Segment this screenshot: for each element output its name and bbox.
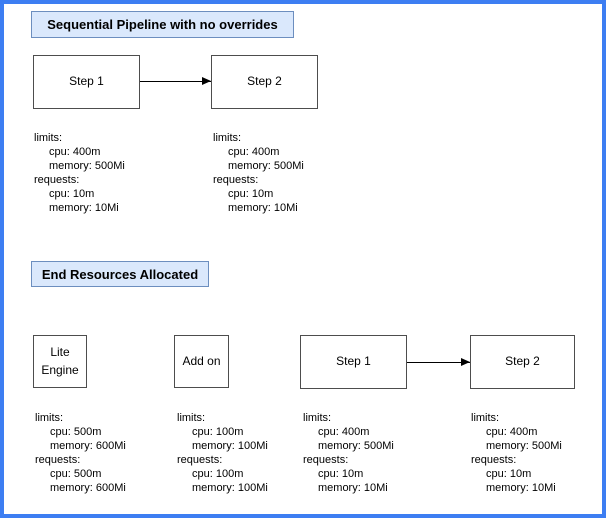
resource-block-pipeline-step1: limits: cpu: 400m memory: 500Mi requests… [34, 131, 125, 215]
node-label: Step 1 [69, 74, 104, 89]
arrowhead-right-icon [461, 358, 470, 366]
arrow-step1-to-step2-end [407, 358, 470, 366]
node-label: Add on [182, 353, 221, 368]
arrow-step1-to-step2-pipeline [140, 77, 211, 85]
resource-block-pipeline-step2: limits: cpu: 400m memory: 500Mi requests… [213, 131, 304, 215]
arrowhead-right-icon [202, 77, 211, 85]
section-title-pipeline: Sequential Pipeline with no overrides [31, 11, 294, 38]
limits-memory: memory: 500Mi [228, 160, 304, 172]
requests-label: requests: [213, 174, 259, 186]
requests-label: requests: [303, 454, 349, 466]
requests-memory: memory: 100Mi [192, 482, 268, 494]
requests-memory: memory: 10Mi [49, 202, 119, 214]
node-label: Step 2 [247, 74, 282, 89]
limits-label: limits: [213, 132, 242, 144]
requests-memory: memory: 600Mi [50, 482, 126, 494]
limits-label: limits: [303, 412, 332, 424]
requests-memory: memory: 10Mi [228, 202, 298, 214]
node-add-on: Add on [174, 335, 229, 388]
limits-label: limits: [177, 412, 206, 424]
limits-label: limits: [471, 412, 500, 424]
limits-memory: memory: 500Mi [49, 160, 125, 172]
limits-memory: memory: 600Mi [50, 440, 126, 452]
node-lite-engine: Lite Engine [33, 335, 87, 388]
requests-cpu: cpu: 500m [50, 468, 102, 480]
requests-cpu: cpu: 100m [192, 468, 244, 480]
limits-memory: memory: 100Mi [192, 440, 268, 452]
resource-block-end-step2: limits: cpu: 400m memory: 500Mi requests… [471, 411, 562, 495]
requests-label: requests: [177, 454, 223, 466]
limits-cpu: cpu: 500m [50, 426, 102, 438]
node-step1-end: Step 1 [300, 335, 407, 389]
limits-cpu: cpu: 400m [228, 146, 280, 158]
requests-label: requests: [34, 174, 80, 186]
requests-memory: memory: 10Mi [318, 482, 388, 494]
limits-cpu: cpu: 400m [318, 426, 370, 438]
node-label: Lite Engine [41, 345, 79, 377]
requests-memory: memory: 10Mi [486, 482, 556, 494]
node-step2-end: Step 2 [470, 335, 575, 389]
requests-cpu: cpu: 10m [318, 468, 364, 480]
limits-label: limits: [34, 132, 63, 144]
limits-cpu: cpu: 400m [49, 146, 101, 158]
limits-memory: memory: 500Mi [318, 440, 394, 452]
node-label: Step 2 [505, 354, 540, 369]
requests-cpu: cpu: 10m [486, 468, 532, 480]
section-title-end-resources: End Resources Allocated [31, 261, 209, 287]
limits-cpu: cpu: 100m [192, 426, 244, 438]
resource-block-end-step1: limits: cpu: 400m memory: 500Mi requests… [303, 411, 394, 495]
node-step2-pipeline: Step 2 [211, 55, 318, 109]
limits-label: limits: [35, 412, 64, 424]
requests-label: requests: [35, 454, 81, 466]
resource-block-add-on: limits: cpu: 100m memory: 100Mi requests… [177, 411, 268, 495]
node-step1-pipeline: Step 1 [33, 55, 140, 109]
requests-cpu: cpu: 10m [228, 188, 274, 200]
requests-cpu: cpu: 10m [49, 188, 95, 200]
limits-cpu: cpu: 400m [486, 426, 538, 438]
limits-memory: memory: 500Mi [486, 440, 562, 452]
resource-block-lite-engine: limits: cpu: 500m memory: 600Mi requests… [35, 411, 126, 495]
requests-label: requests: [471, 454, 517, 466]
node-label: Step 1 [336, 354, 371, 369]
